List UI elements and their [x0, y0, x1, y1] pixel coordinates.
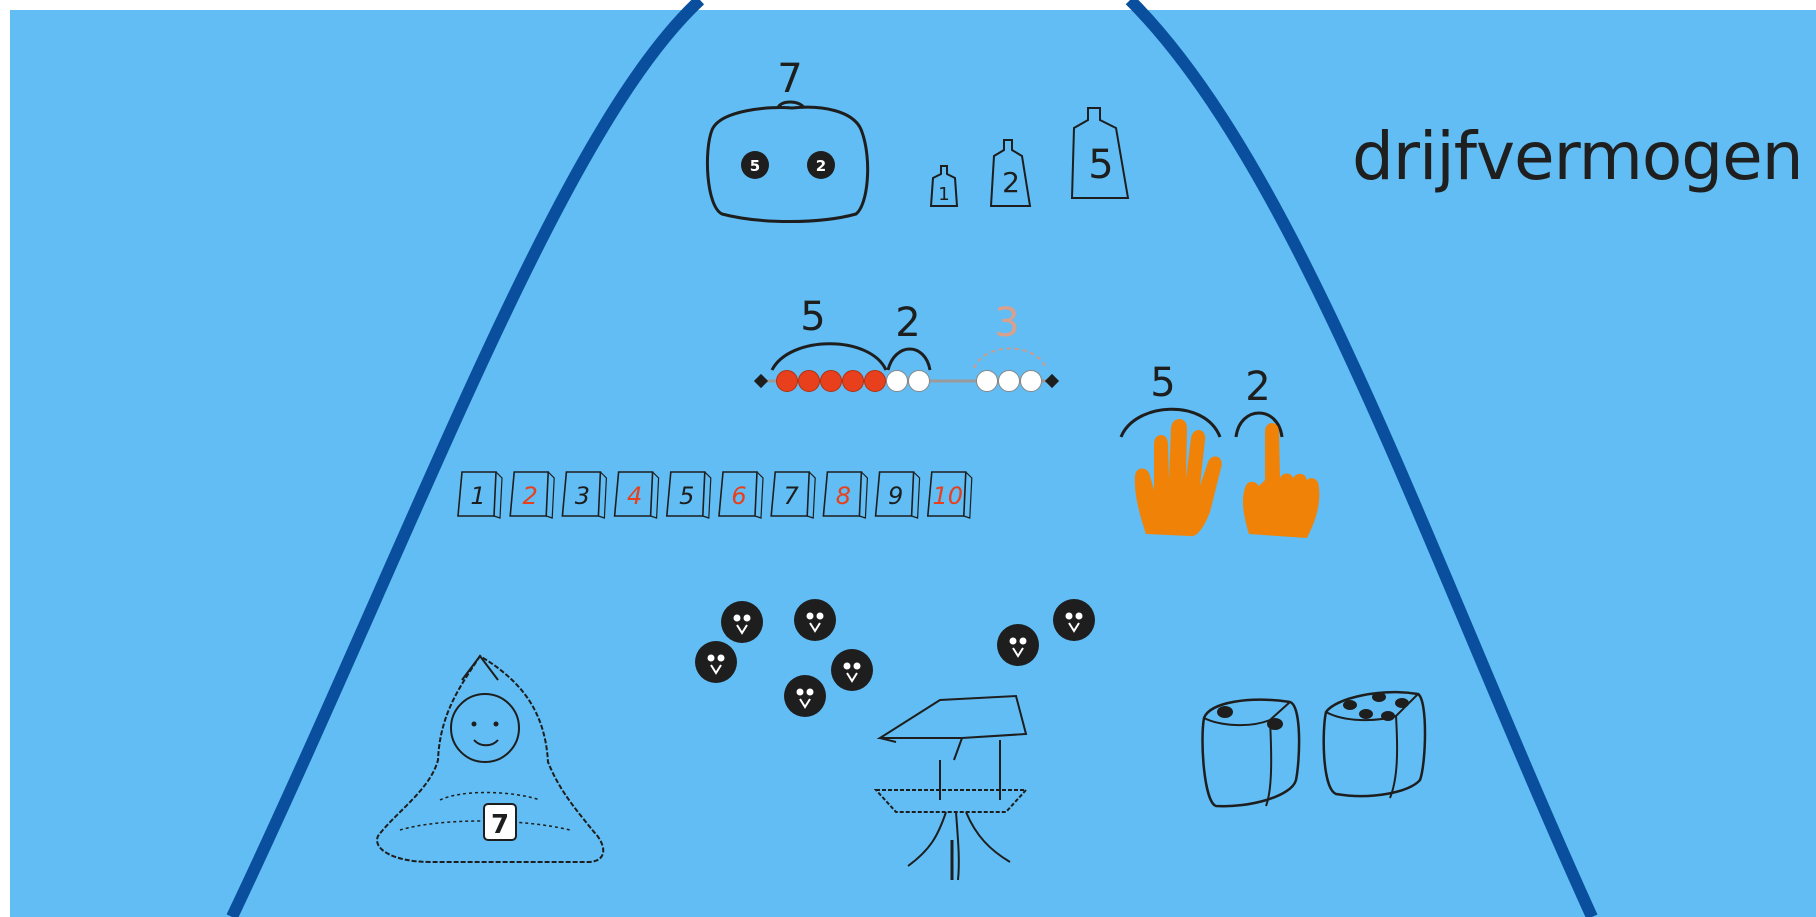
die-pip	[1217, 706, 1233, 718]
bead-remaining	[977, 371, 998, 392]
page-title: drijfvermogen	[1352, 118, 1803, 195]
number-card-label: 2	[523, 482, 538, 510]
number-card-label: 8	[836, 482, 851, 510]
bag-counter-2-label: 2	[816, 157, 826, 175]
weight-5-label: 5	[1088, 142, 1113, 188]
die-pip	[1343, 700, 1357, 710]
bird	[794, 599, 836, 641]
die-pip	[1372, 692, 1386, 702]
bead-remaining	[1021, 371, 1042, 392]
number-card-label: 6	[731, 482, 746, 510]
girl-card-label: 7	[491, 810, 509, 840]
die-pip	[1395, 698, 1409, 708]
bird	[997, 624, 1039, 666]
number-card-label: 5	[679, 482, 694, 510]
bead-red	[843, 371, 864, 392]
arc-five-label: 5	[800, 294, 825, 340]
bead-red	[821, 371, 842, 392]
bird	[784, 675, 826, 717]
bird	[831, 649, 873, 691]
bird	[695, 641, 737, 683]
weight-2-label: 2	[1002, 166, 1020, 199]
hand-two-label: 2	[1245, 364, 1270, 410]
bag-total-label: 7	[777, 56, 802, 102]
bead-remaining	[999, 371, 1020, 392]
number-card-label: 7	[784, 482, 800, 510]
arc-two-label: 2	[895, 300, 920, 346]
bead-red	[777, 371, 798, 392]
bird	[721, 601, 763, 643]
number-card-label: 4	[627, 482, 642, 510]
number-card-label: 3	[575, 482, 590, 510]
bird	[1053, 599, 1095, 641]
bead-white	[887, 371, 908, 392]
number-card-label: 10	[933, 482, 964, 510]
number-card-label: 9	[888, 482, 903, 510]
die-pip	[1359, 709, 1373, 719]
die-pip	[1381, 711, 1395, 721]
bead-red	[865, 371, 886, 392]
bead-red	[799, 371, 820, 392]
arc-three-label: 3	[994, 300, 1019, 346]
bag-counter-5-label: 5	[750, 157, 760, 175]
hand-five-label: 5	[1150, 360, 1175, 406]
die-pip	[1267, 718, 1283, 730]
weight-1-label: 1	[938, 184, 949, 205]
bead-white	[909, 371, 930, 392]
number-card-label: 1	[470, 482, 485, 510]
